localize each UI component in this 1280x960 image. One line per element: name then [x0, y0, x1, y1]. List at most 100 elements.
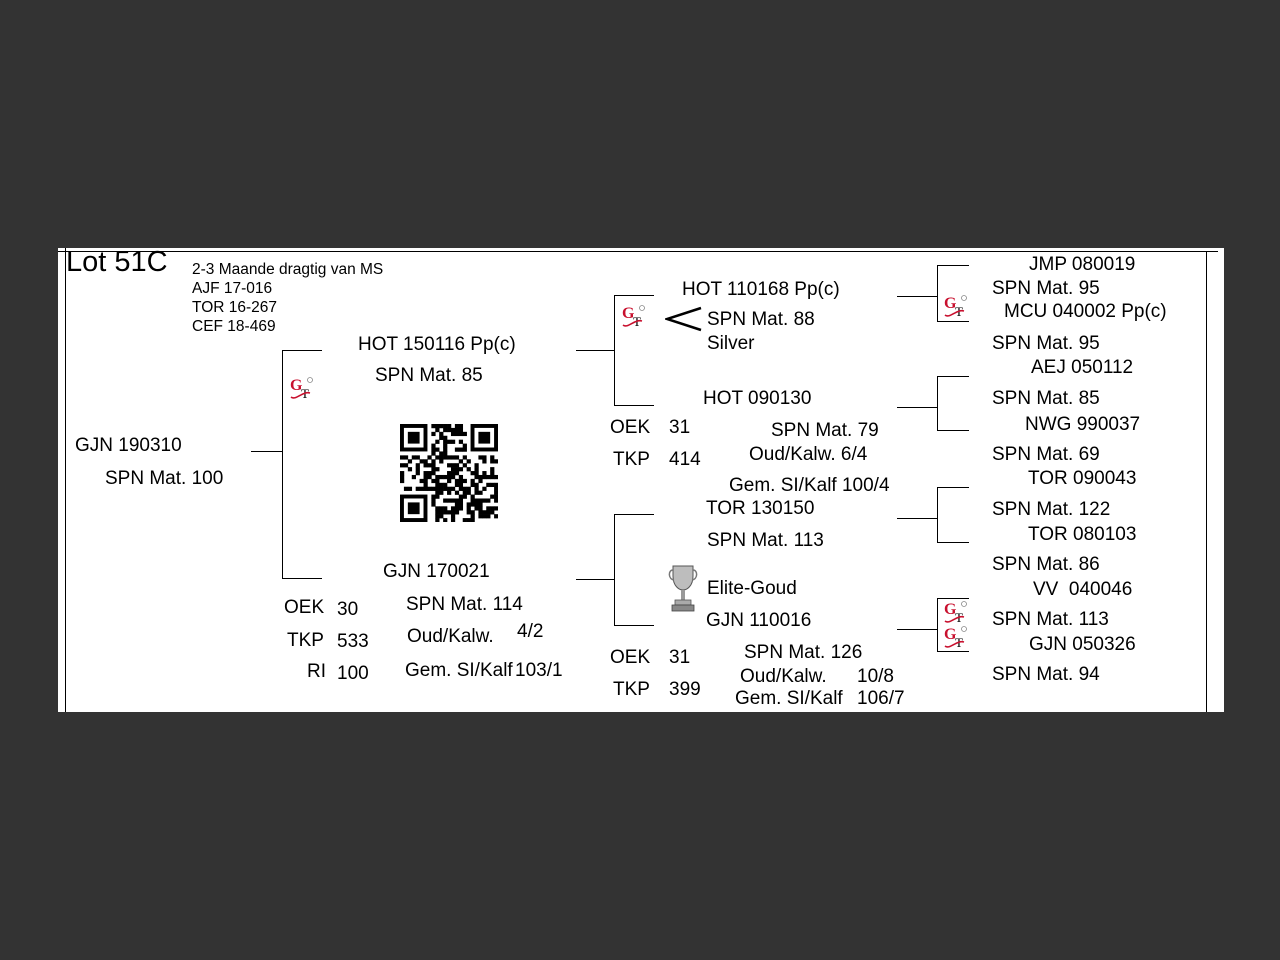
svg-text:G: G — [622, 305, 635, 322]
polled-marker-icon — [665, 306, 702, 332]
ds-spn: SPN Mat. 113 — [707, 530, 824, 551]
connector — [614, 405, 654, 406]
sd-tkp-value: 414 — [669, 449, 701, 470]
connector — [251, 451, 283, 452]
connector — [576, 579, 614, 580]
connector — [937, 265, 969, 266]
subject-spn: SPN Mat. 100 — [105, 468, 224, 489]
connector — [937, 487, 938, 543]
svg-text:G: G — [290, 377, 303, 394]
connector — [897, 629, 937, 630]
frame-top — [58, 251, 1218, 252]
ss-spn: SPN Mat. 88 — [707, 309, 815, 330]
ggp-id: JMP 080019 — [1029, 254, 1136, 275]
dam-oud-label: Oud/Kalw. — [407, 626, 494, 647]
dam-gem-label: Gem. SI/Kalf — [405, 660, 513, 681]
dd-spn: SPN Mat. 126 — [744, 642, 863, 663]
ss-id: HOT 110168 Pp(c) — [682, 279, 840, 300]
subject-id: GJN 190310 — [75, 435, 182, 456]
connector — [282, 578, 322, 579]
dam-oek-value: 30 — [337, 599, 359, 620]
dd-tkp-value: 399 — [669, 679, 701, 700]
connector — [576, 350, 614, 351]
ggp-id: GJN 050326 — [1029, 634, 1136, 655]
ggp-id: VV 040046 — [1033, 579, 1133, 600]
dd-oek-value: 31 — [669, 647, 691, 668]
sire-spn: SPN Mat. 85 — [375, 365, 483, 386]
sd-gem: Gem. SI/Kalf 100/4 — [729, 475, 890, 496]
dd-gem-value: 106/7 — [857, 688, 905, 709]
dam-id: GJN 170021 — [383, 561, 490, 582]
ggp-spn: SPN Mat. 86 — [992, 554, 1100, 575]
dam-ri-label: RI — [307, 661, 326, 682]
ggp-spn: SPN Mat. 95 — [992, 278, 1100, 299]
ggp-id: AEJ 050112 — [1031, 357, 1134, 378]
ggp-spn: SPN Mat. 69 — [992, 444, 1100, 465]
frame-left — [65, 248, 66, 712]
trophy-icon — [668, 565, 698, 612]
sd-oek-label: OEK — [610, 417, 651, 438]
svg-text:G: G — [944, 626, 957, 643]
connector — [897, 296, 937, 297]
sd-id: HOT 090130 — [703, 388, 812, 409]
lot-title: Lot 51C — [66, 248, 168, 278]
connector — [897, 407, 937, 408]
note-line: AJF 17-016 — [192, 280, 273, 297]
frame-right — [1206, 251, 1207, 712]
ggp-id: TOR 090043 — [1028, 468, 1137, 489]
connector — [937, 651, 969, 652]
note-line: TOR 16-267 — [192, 299, 278, 316]
dam-ri-value: 100 — [337, 663, 369, 684]
connector — [614, 514, 654, 515]
svg-text:G: G — [944, 601, 957, 618]
pedigree-sheet: Lot 51C 2-3 Maande dragtig van MS AJF 17… — [58, 248, 1224, 712]
sd-tkp-label: TKP — [613, 449, 650, 470]
connector — [937, 487, 969, 488]
note-line: 2-3 Maande dragtig van MS — [192, 261, 384, 278]
connector — [937, 265, 938, 322]
connector — [282, 350, 322, 351]
sd-spn: SPN Mat. 79 — [771, 420, 879, 441]
ds-award: Elite-Goud — [707, 578, 797, 599]
connector — [614, 514, 615, 626]
dam-gem-value: 103/1 — [515, 660, 563, 681]
connector — [937, 376, 969, 377]
dd-oud-label: Oud/Kalw. — [740, 666, 827, 687]
dam-spn: SPN Mat. 114 — [406, 594, 523, 615]
ggp-spn: SPN Mat. 113 — [992, 609, 1109, 630]
connector — [282, 350, 283, 579]
connector — [937, 542, 969, 543]
connector — [937, 321, 969, 322]
qr-code — [400, 424, 498, 522]
ggp-spn: SPN Mat. 95 — [992, 333, 1100, 354]
connector — [897, 518, 937, 519]
sd-oek-value: 31 — [669, 417, 691, 438]
dam-tkp-label: TKP — [287, 630, 324, 651]
dd-id: GJN 110016 — [706, 610, 812, 631]
ggp-spn: SPN Mat. 94 — [992, 664, 1100, 685]
ds-id: TOR 130150 — [706, 498, 815, 519]
connector — [937, 430, 969, 431]
dam-oud-value: 4/2 — [517, 621, 544, 642]
connector — [937, 598, 969, 599]
ggp-spn: SPN Mat. 85 — [992, 388, 1100, 409]
connector — [937, 376, 938, 431]
connector — [937, 598, 938, 652]
dam-oek-label: OEK — [284, 597, 325, 618]
svg-text:G: G — [944, 295, 957, 312]
ggp-id: TOR 080103 — [1028, 524, 1137, 545]
connector — [614, 295, 615, 406]
ggp-spn: SPN Mat. 122 — [992, 499, 1111, 520]
dd-oud-value: 10/8 — [857, 666, 894, 687]
dd-gem-label: Gem. SI/Kalf — [735, 688, 843, 709]
ss-award: Silver — [707, 333, 755, 354]
dam-tkp-value: 533 — [337, 631, 369, 652]
sd-oud: Oud/Kalw. 6/4 — [749, 444, 868, 465]
sire-id: HOT 150116 Pp(c) — [358, 334, 516, 355]
connector — [614, 625, 654, 626]
ggp-id: NWG 990037 — [1025, 414, 1141, 435]
